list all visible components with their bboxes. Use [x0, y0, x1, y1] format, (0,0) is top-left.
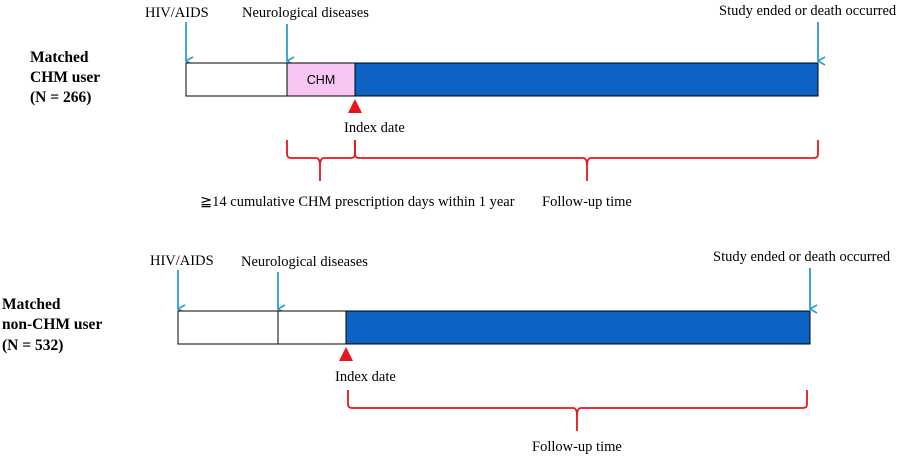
group-label-line-2: non-CHM user [2, 316, 102, 333]
prescription-bracket [286, 140, 356, 181]
chm-segment [286, 62, 356, 97]
follow-up-time-label: Follow-up time [532, 439, 622, 455]
follow-up-bar [345, 310, 811, 345]
follow-up-bar [354, 62, 819, 97]
panel-non-chm-user: Matched non-CHM user (N = 532) HIV/AIDS … [2, 249, 891, 455]
group-label-line-1: Matched [2, 296, 61, 313]
pre-diagnosis-segment [177, 310, 279, 345]
follow-up-bracket [354, 140, 819, 181]
group-label-line-1: Matched [30, 49, 89, 66]
study-end-label: Study ended or death occurred [719, 3, 897, 19]
chm-segment-label: CHM [307, 73, 335, 87]
neurological-diseases-label: Neurological diseases [241, 254, 368, 270]
hiv-aids-label: HIV/AIDS [150, 253, 214, 269]
panel-chm-user: Matched CHM user (N = 266) HIV/AIDS Neur… [30, 3, 897, 210]
group-label-line-2: CHM user [30, 69, 100, 86]
index-date-marker-icon [348, 99, 362, 113]
index-date-marker-icon [339, 347, 353, 361]
pre-diagnosis-segment [185, 62, 288, 97]
prescription-days-label: ≧14 cumulative CHM prescription days wit… [200, 194, 515, 210]
hiv-aids-label: HIV/AIDS [145, 5, 209, 21]
group-label-line-3: (N = 266) [30, 89, 91, 106]
group-label-line-3: (N = 532) [2, 337, 63, 354]
index-date-label: Index date [344, 120, 405, 136]
post-diagnosis-segment [277, 310, 347, 345]
study-end-label: Study ended or death occurred [713, 249, 891, 265]
index-date-label: Index date [335, 369, 396, 385]
follow-up-bracket [347, 390, 808, 431]
neurological-diseases-label: Neurological diseases [242, 5, 369, 21]
follow-up-time-label: Follow-up time [542, 194, 632, 210]
